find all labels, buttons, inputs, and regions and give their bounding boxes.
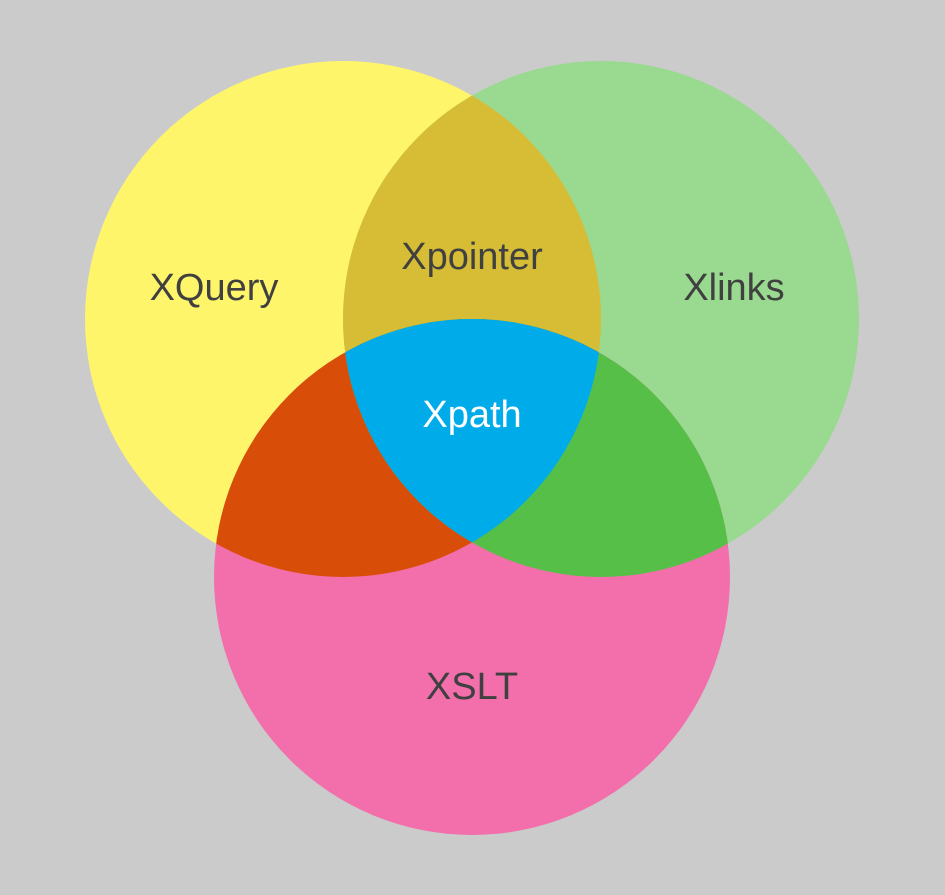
label-xquery: XQuery (150, 267, 279, 309)
label-xpath: Xpath (422, 394, 521, 436)
intersection-xlinks-xslt (343, 319, 730, 577)
label-xslt: XSLT (426, 666, 518, 708)
intersection-xquery-xslt (214, 319, 601, 577)
label-xpointer: Xpointer (401, 236, 543, 278)
label-xlinks: Xlinks (683, 267, 784, 309)
